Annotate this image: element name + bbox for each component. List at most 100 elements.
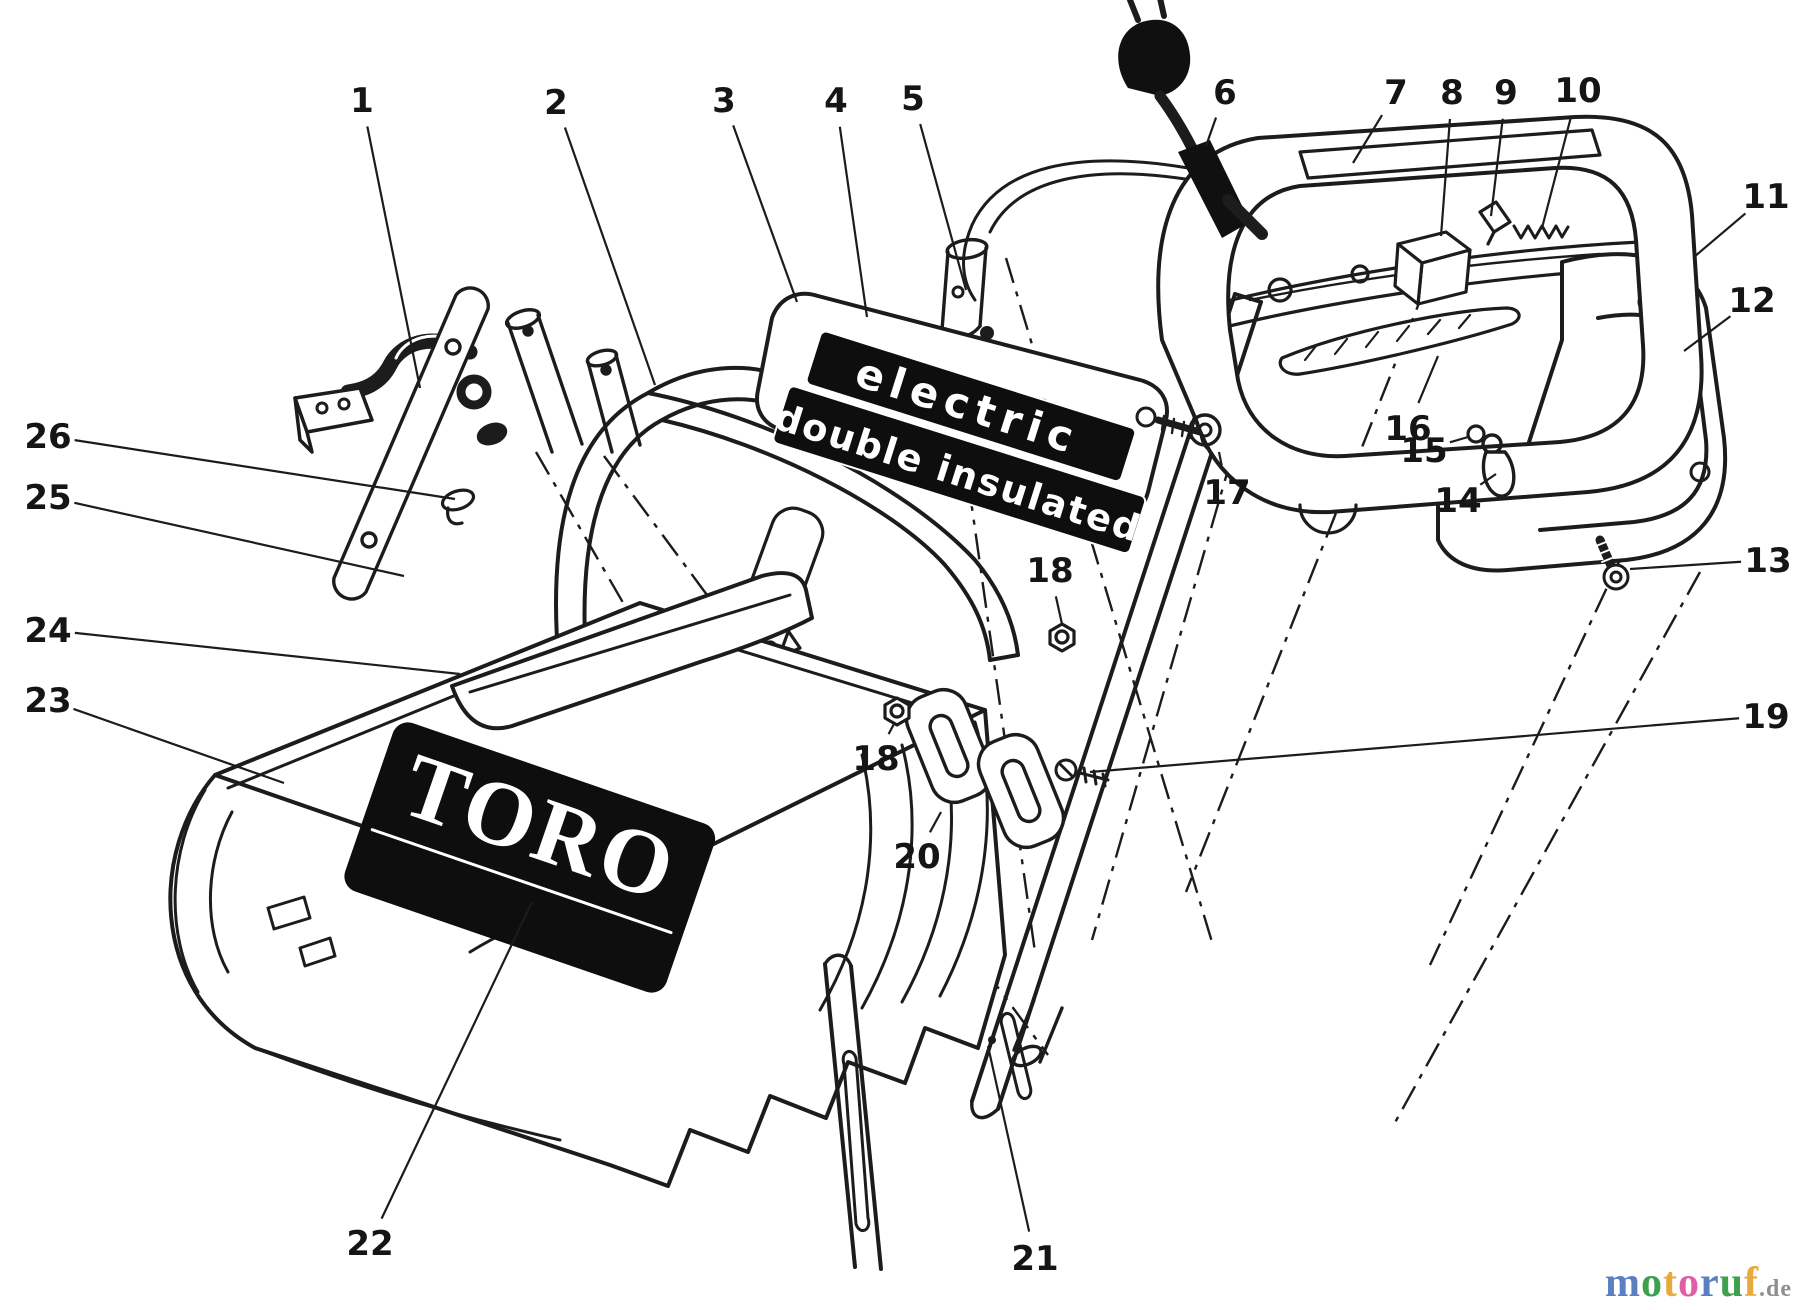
callout-leader-9	[1489, 118, 1504, 217]
power-cord	[1154, 90, 1200, 158]
callout-17: 17	[1203, 451, 1251, 513]
callout-leader-26	[74, 439, 456, 501]
callout-15: 15	[1400, 431, 1469, 471]
callout-number-23: 23	[24, 681, 71, 721]
handle-tube-upper-stubs	[476, 308, 642, 454]
callout-18a: 18	[1026, 551, 1074, 625]
hex-nut-upper	[1048, 622, 1076, 653]
callout-number-4: 4	[824, 81, 848, 121]
callout-leader-8	[1439, 118, 1452, 237]
callout-12: 12	[1683, 281, 1776, 352]
cable-clamp	[904, 688, 1066, 849]
handle-recess-strip	[1298, 128, 1602, 180]
lock-pin	[1481, 433, 1516, 498]
watermark-letter: m	[1604, 1260, 1641, 1306]
callout-number-11: 11	[1742, 177, 1789, 217]
switch-spring	[1512, 224, 1570, 240]
callout-16: 16	[1384, 355, 1440, 449]
watermark-letter: u	[1719, 1260, 1744, 1306]
decal-strip-electric	[805, 330, 1137, 483]
callout-leader-4	[838, 126, 869, 318]
motoruf-watermark: motoruf.de	[1605, 1262, 1792, 1304]
callout-number-14: 14	[1434, 481, 1481, 521]
callout-number-12: 12	[1728, 281, 1775, 321]
callout-leader-14	[1479, 473, 1497, 486]
callout-number-3: 3	[712, 81, 736, 121]
callout-number-13: 13	[1744, 541, 1791, 581]
callout-8: 8	[1439, 73, 1464, 237]
callout-leader-22	[380, 901, 533, 1220]
callout-leader-24	[74, 631, 461, 676]
callout-leader-6	[1204, 117, 1218, 147]
callout-13: 13	[1629, 541, 1792, 581]
watermark-letter: o	[1677, 1260, 1700, 1306]
callout-4: 4	[824, 81, 869, 318]
callout-number-10: 10	[1554, 71, 1601, 111]
shoulder-bushing	[440, 488, 476, 526]
callout-18b: 18	[852, 721, 900, 779]
callout-19: 19	[1089, 697, 1790, 774]
callout-number-17: 17	[1203, 473, 1250, 513]
callout-number-5: 5	[901, 79, 925, 119]
callout-7: 7	[1352, 73, 1408, 164]
callout-25: 25	[24, 478, 405, 578]
watermark-letter: f	[1744, 1260, 1759, 1306]
callout-leader-23	[73, 707, 285, 785]
cord-boot	[1178, 140, 1268, 240]
callout-leader-18a	[1054, 596, 1064, 625]
callout-leader-16	[1417, 355, 1440, 404]
callout-leader-1	[366, 126, 422, 389]
callout-14: 14	[1434, 473, 1497, 521]
cord-grommet	[456, 374, 492, 410]
callout-leader-13	[1629, 560, 1742, 571]
decal-strip-double-insulated	[772, 385, 1147, 555]
callout-leader-3	[732, 125, 799, 303]
scraper-blade	[450, 571, 814, 731]
clamp-screw	[1054, 758, 1110, 788]
callout-number-16: 16	[1384, 409, 1431, 449]
callout-leader-12	[1683, 315, 1732, 352]
callout-leader-15	[1449, 435, 1469, 444]
callout-leader-18b	[887, 721, 896, 735]
motoruf-watermark-tld: .de	[1759, 1276, 1792, 1302]
toro-panel-background	[344, 722, 716, 993]
callout-leader-25	[74, 501, 405, 578]
callout-20: 20	[893, 811, 942, 877]
callout-number-18b: 18	[852, 739, 899, 779]
retainer-ring	[1466, 424, 1486, 444]
callout-number-24: 24	[24, 611, 71, 651]
callout-number-21: 21	[1011, 1239, 1058, 1279]
callout-9: 9	[1489, 73, 1518, 217]
callout-23: 23	[24, 681, 285, 785]
callout-3: 3	[712, 81, 799, 303]
callout-11: 11	[1693, 177, 1790, 258]
callout-leader-11	[1693, 212, 1747, 258]
power-plug	[1118, 0, 1200, 158]
callout-21: 21	[986, 1045, 1059, 1279]
callout-leader-21	[986, 1045, 1031, 1232]
handle-screw	[1595, 535, 1630, 591]
callout-number-1: 1	[350, 81, 374, 121]
callout-number-2: 2	[544, 83, 568, 123]
callout-24: 24	[24, 611, 461, 676]
callout-number-15: 15	[1400, 431, 1447, 471]
callout-number-25: 25	[24, 478, 71, 518]
callout-number-9: 9	[1494, 73, 1518, 113]
callout-leader-2	[563, 127, 657, 386]
callout-leader-10	[1540, 115, 1573, 229]
hex-nut-lower	[883, 696, 911, 727]
callout-1: 1	[350, 81, 422, 389]
callout-number-18a: 18	[1026, 551, 1073, 591]
callout-leader-20	[928, 811, 942, 833]
switch-key	[1478, 200, 1512, 246]
callout-leader-5	[919, 123, 968, 291]
callout-number-8: 8	[1440, 73, 1464, 113]
trigger-bar	[1278, 306, 1521, 376]
support-strap	[332, 286, 490, 601]
callout-26: 26	[24, 417, 456, 501]
callout-5: 5	[901, 79, 968, 291]
watermark-letter: r	[1699, 1260, 1720, 1306]
watermark-letter: t	[1662, 1260, 1678, 1306]
